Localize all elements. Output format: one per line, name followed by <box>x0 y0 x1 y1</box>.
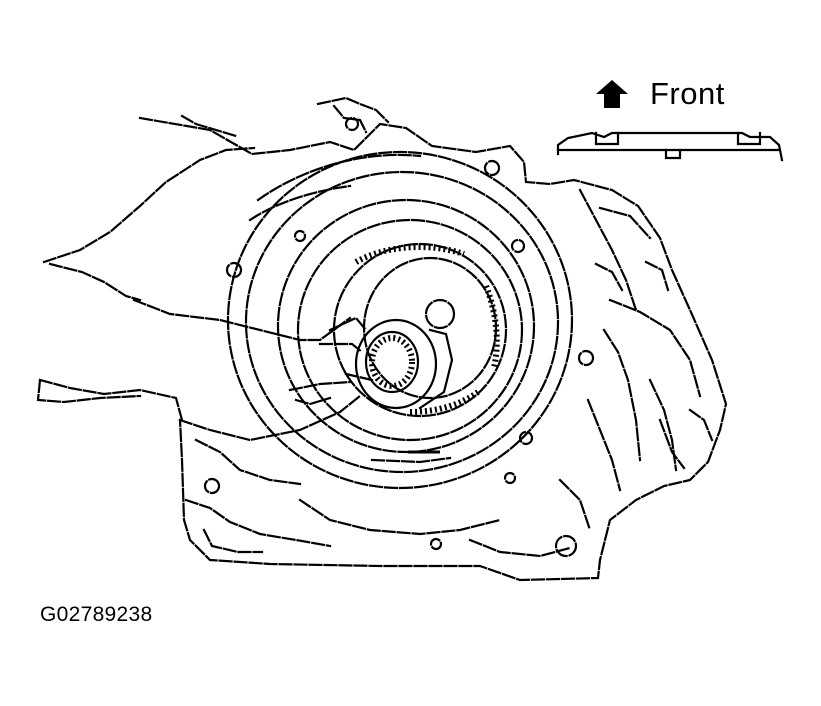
figure-code-label: G02789238 <box>40 603 153 626</box>
reference-part-outline <box>556 131 784 162</box>
front-orientation-indicator <box>556 80 784 162</box>
arrow-up-icon <box>596 80 628 108</box>
technician-hand <box>36 298 374 442</box>
clutch-drum-assembly <box>226 150 574 490</box>
transmission-case <box>38 96 728 582</box>
front-label: Front <box>650 76 725 111</box>
